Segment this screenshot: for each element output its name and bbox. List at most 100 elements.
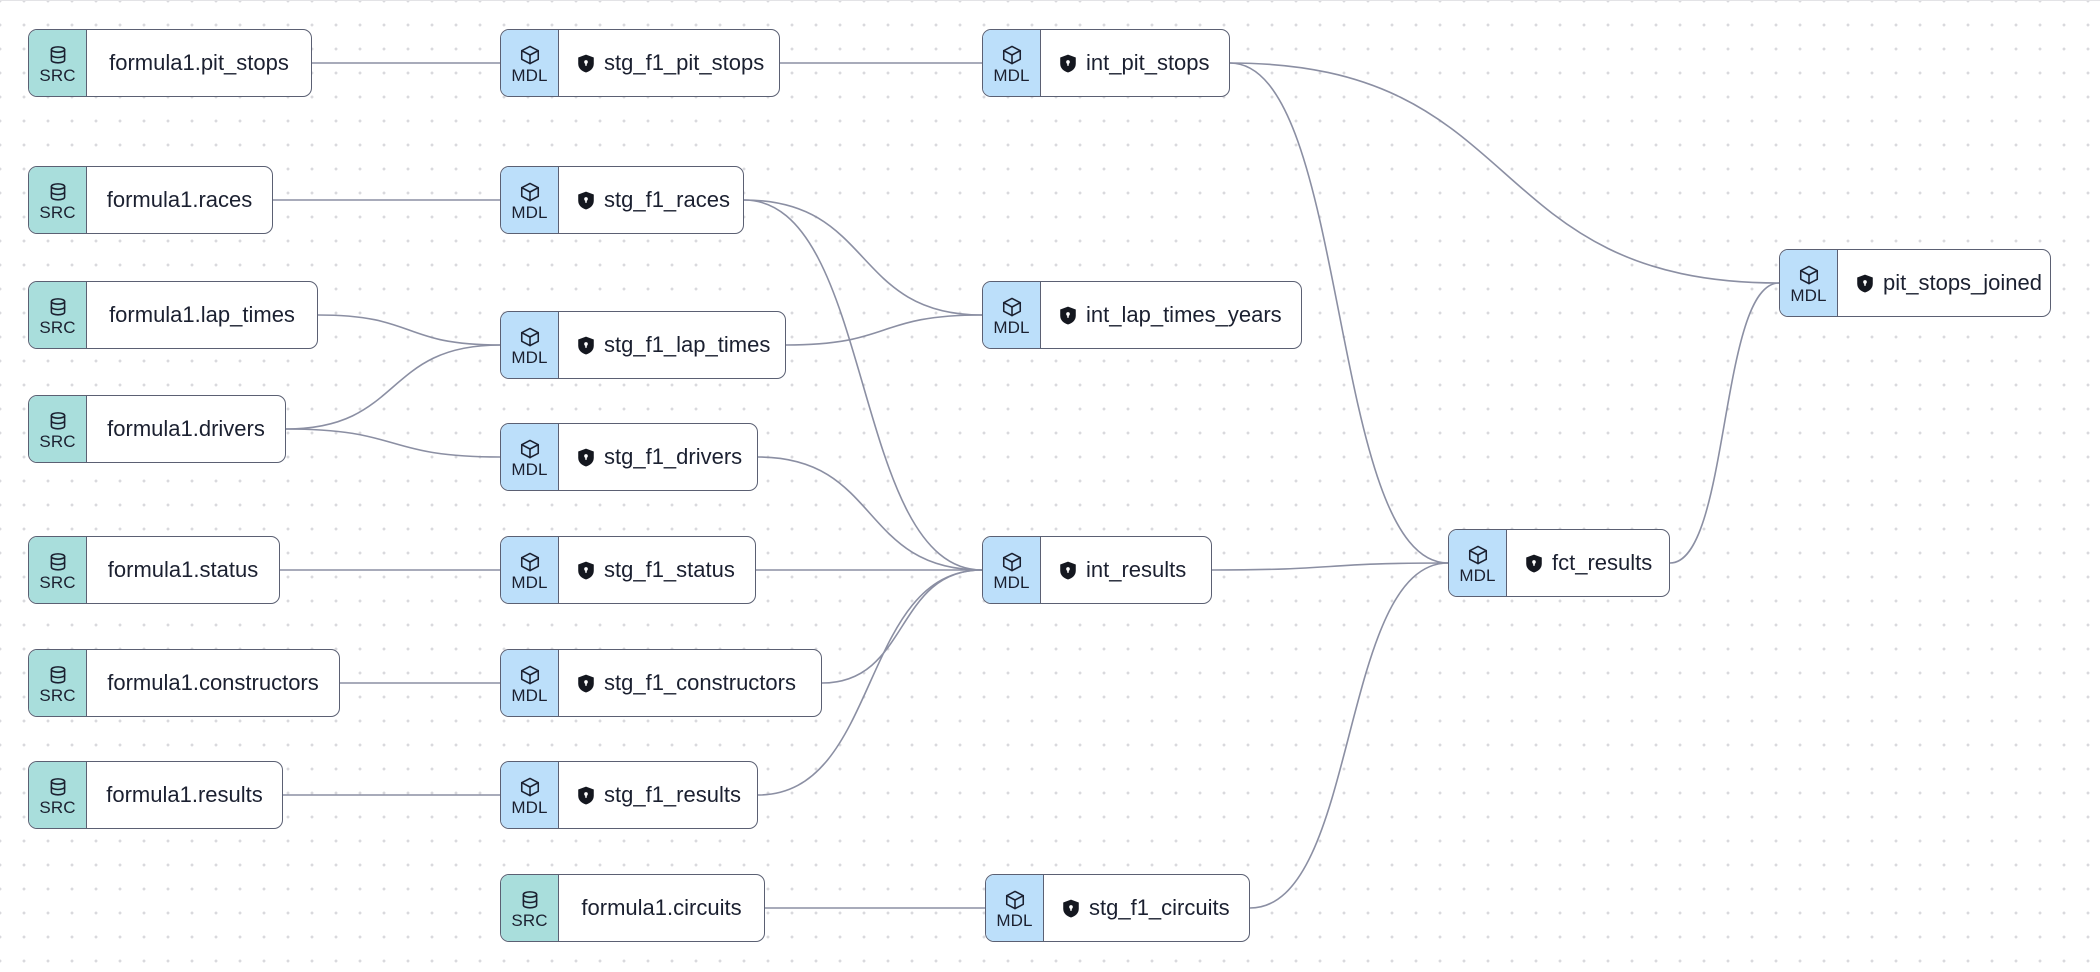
node-label: stg_f1_pit_stops: [604, 50, 765, 75]
edge-stg_constructors-to-int_results: [821, 569, 983, 684]
node-label: stg_f1_status: [604, 557, 735, 582]
badge-label: SRC: [39, 318, 76, 337]
edge-stg_drivers-to-int_results: [757, 456, 983, 571]
graph-node-src_results[interactable]: SRC formula1.results: [28, 761, 283, 829]
node-body: formula1.results: [87, 762, 282, 828]
cube-icon: [519, 44, 541, 66]
node-label: formula1.constructors: [107, 670, 319, 695]
node-body: formula1.races: [87, 167, 272, 233]
badge-label: MDL: [996, 911, 1033, 930]
badge-label: SRC: [39, 573, 76, 592]
node-label: formula1.circuits: [581, 895, 742, 920]
model-badge: MDL: [983, 30, 1041, 96]
node-body: formula1.constructors: [87, 650, 339, 716]
model-badge: MDL: [501, 650, 559, 716]
edge-src_drivers-to-stg_lap_times: [285, 344, 501, 430]
node-body: formula1.circuits: [559, 875, 764, 941]
graph-node-src_status[interactable]: SRC formula1.status: [28, 536, 280, 604]
shield-icon: [1062, 899, 1080, 918]
shield-icon: [577, 561, 595, 580]
graph-node-stg_races[interactable]: MDL stg_f1_races: [500, 166, 744, 234]
edge-stg_races-to-int_lap_times_years: [743, 199, 983, 316]
graph-node-src_races[interactable]: SRC formula1.races: [28, 166, 273, 234]
source-badge: SRC: [501, 875, 559, 941]
node-body: stg_f1_drivers: [559, 424, 757, 490]
node-body: stg_f1_constructors: [559, 650, 821, 716]
node-label: int_results: [1086, 557, 1187, 582]
cube-icon: [1467, 544, 1489, 566]
badge-label: MDL: [993, 66, 1030, 85]
shield-icon: [1525, 554, 1543, 573]
badge-label: MDL: [511, 798, 548, 817]
cube-icon: [1001, 44, 1023, 66]
node-body: formula1.status: [87, 537, 279, 603]
source-badge: SRC: [29, 167, 87, 233]
cube-icon: [1798, 264, 1820, 286]
badge-label: SRC: [39, 203, 76, 222]
cube-icon: [519, 181, 541, 203]
node-body: formula1.drivers: [87, 396, 285, 462]
graph-node-stg_lap_times[interactable]: MDL stg_f1_lap_times: [500, 311, 786, 379]
edge-int_pit_stops-to-pit_stops_joined: [1229, 62, 1780, 284]
shield-icon: [577, 674, 595, 693]
shield-icon: [577, 336, 595, 355]
badge-label: MDL: [511, 203, 548, 222]
shield-icon: [577, 786, 595, 805]
edge-src_lap_times-to-stg_lap_times: [317, 314, 501, 346]
database-icon: [47, 551, 69, 573]
node-body: int_lap_times_years: [1041, 282, 1301, 348]
node-body: stg_f1_pit_stops: [559, 30, 779, 96]
node-label: stg_f1_circuits: [1089, 895, 1230, 920]
shield-icon: [577, 191, 595, 210]
node-label: formula1.races: [106, 187, 253, 212]
node-body: stg_f1_lap_times: [559, 312, 785, 378]
node-label: formula1.status: [107, 557, 259, 582]
node-body: stg_f1_races: [559, 167, 743, 233]
edge-stg_races-to-int_results: [743, 199, 983, 571]
source-badge: SRC: [29, 650, 87, 716]
shield-icon: [1059, 561, 1077, 580]
badge-label: MDL: [1790, 286, 1827, 305]
graph-node-src_circuits[interactable]: SRC formula1.circuits: [500, 874, 765, 942]
edge-int_results-to-fct_results: [1211, 562, 1449, 571]
graph-node-src_constructors[interactable]: SRC formula1.constructors: [28, 649, 340, 717]
node-body: int_results: [1041, 537, 1211, 603]
node-label: formula1.drivers: [107, 416, 265, 441]
edge-src_drivers-to-stg_drivers: [285, 428, 501, 458]
badge-label: MDL: [511, 348, 548, 367]
cube-icon: [519, 438, 541, 460]
graph-node-stg_status[interactable]: MDL stg_f1_status: [500, 536, 756, 604]
graph-node-stg_circuits[interactable]: MDL stg_f1_circuits: [985, 874, 1250, 942]
badge-label: SRC: [511, 911, 548, 930]
shield-icon: [577, 54, 595, 73]
node-body: pit_stops_joined: [1838, 250, 2050, 316]
database-icon: [47, 410, 69, 432]
shield-icon: [577, 448, 595, 467]
shield-icon: [1059, 306, 1077, 325]
graph-node-src_pit_stops[interactable]: SRC formula1.pit_stops: [28, 29, 312, 97]
node-label: formula1.pit_stops: [109, 50, 289, 75]
edge-stg_circuits-to-fct_results: [1249, 562, 1449, 909]
cube-icon: [519, 326, 541, 348]
graph-node-pit_stops_joined[interactable]: MDL pit_stops_joined: [1779, 249, 2051, 317]
node-label: stg_f1_races: [604, 187, 730, 212]
badge-label: MDL: [511, 573, 548, 592]
node-label: int_lap_times_years: [1086, 302, 1282, 327]
badge-label: SRC: [39, 798, 76, 817]
badge-label: SRC: [39, 66, 76, 85]
badge-label: SRC: [39, 686, 76, 705]
source-badge: SRC: [29, 762, 87, 828]
edge-fct_results-to-pit_stops_joined: [1669, 282, 1780, 564]
node-label: formula1.results: [106, 782, 263, 807]
